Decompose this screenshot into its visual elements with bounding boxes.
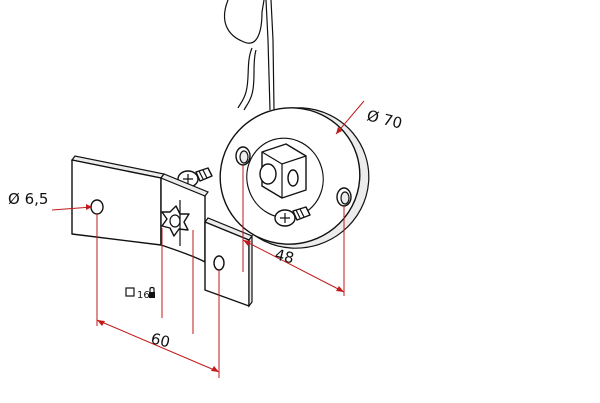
cable-strand-2 [243,49,257,111]
dim-hole-leader [51,206,93,211]
screw-top-shaft [195,167,213,182]
dim-hole-arrow [86,204,92,210]
drive-pin [287,169,299,187]
screw-top-cross-icon [183,174,193,184]
flange-hole-right-depth [340,191,350,205]
dim-flange-spacing: 48 [242,165,345,296]
cable-strand-1 [237,47,253,109]
dim-flange-leader [335,100,365,135]
dim-hole-diameter: Ø 6,5 [8,190,93,211]
screw-bottom-shaft [292,206,311,221]
flange-diameter-label: Ø 70 [365,106,404,132]
padlock-icon [149,286,155,298]
cable [223,0,275,111]
bracket-bend-top-edge [160,173,209,197]
bracket-spacing-label: 60 [149,329,172,351]
dim-square-drive: 16 [125,228,194,334]
screw-top-thread [198,169,208,180]
screw-bottom-thread [295,208,305,219]
dim-flange-arrow [336,127,342,134]
bracket-right-side-edge [248,234,253,308]
screw-bottom [274,206,311,227]
square-outline-icon [125,287,135,297]
dim-flange-arrow-left [243,240,251,246]
flange-spacing-label: 48 [273,245,296,267]
dim-bracket-arrow-right [211,366,219,372]
bracket [70,155,253,308]
dim-flange-arrow-right [336,286,344,292]
cable-loop [223,0,265,44]
drive-cylinder [259,163,277,185]
bracket-hole-left [90,199,104,215]
hole-diameter-label: Ø 6,5 [8,190,48,208]
dim-bracket-arrow-left [97,320,105,326]
bracket-hole-right [213,255,225,271]
square-drive [259,143,307,199]
square-drive-label: 16 [137,290,150,301]
dim-flange-line [242,239,345,293]
dim-bracket-spacing: 60 [96,214,220,378]
cable-rod [265,0,271,111]
dim-bracket-line [96,319,220,373]
screw-bottom-cross-icon [280,213,290,223]
cable-rod-edge [270,0,275,111]
flange-hole-left-depth [239,150,249,164]
